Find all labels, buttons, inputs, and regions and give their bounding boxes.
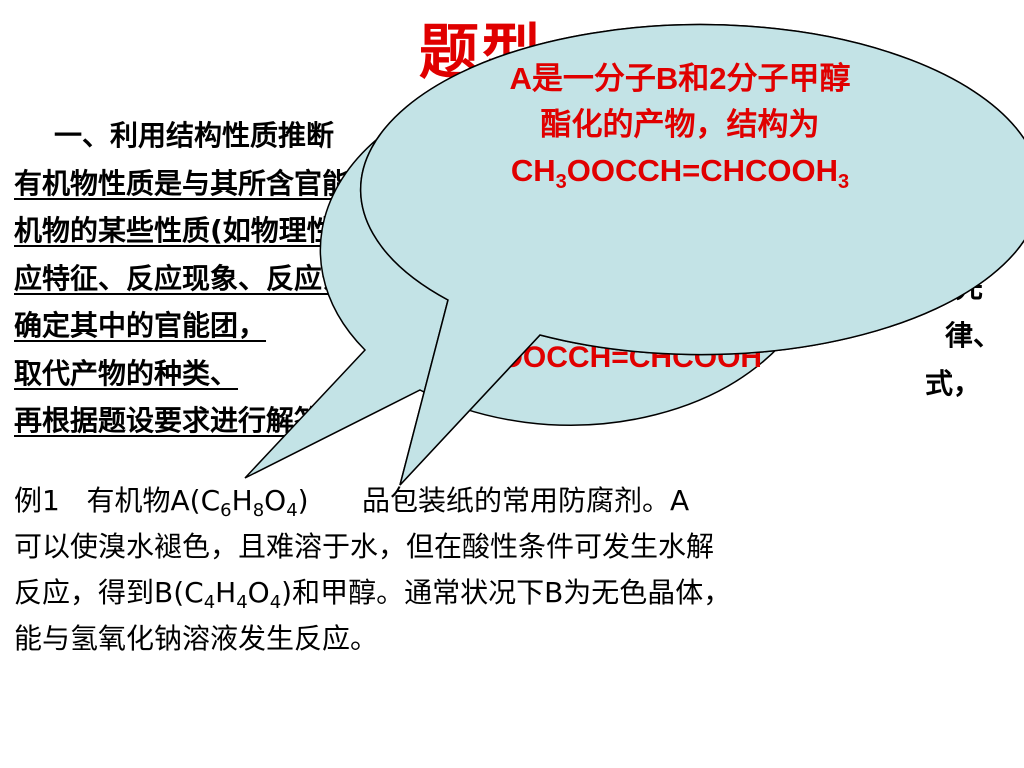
example-text: )	[297, 484, 309, 517]
subscript: 3	[555, 171, 567, 193]
example-text: H	[215, 576, 237, 609]
paragraph-fragment: 式，	[925, 367, 982, 400]
example-line: 可以使溴水褪色，且难溶于水，但在酸性条件可发生水解	[14, 530, 715, 563]
example-text: O	[264, 484, 287, 517]
formula-part: CH	[510, 153, 556, 188]
paragraph-line: 确定其中的官能团，	[14, 309, 267, 342]
bubble-front-line: A是一分子B和2分子甲醇	[509, 61, 851, 96]
paragraph-line: 再根据题设要求进行解答	[14, 404, 323, 437]
example-text: 有机物A(C	[86, 484, 221, 517]
subscript: 4	[286, 500, 298, 521]
example-text: )和甲醇。通常状况下B为无色晶体，	[281, 576, 732, 609]
example-text: H	[231, 484, 253, 517]
example-line: 反应，得到B(C4H4O4)和甲醇。通常状况下B为无色晶体，	[14, 570, 1014, 616]
section-heading: 一、利用结构性质推断	[54, 119, 335, 152]
subscript: 6	[220, 500, 232, 521]
example-text: O	[247, 576, 270, 609]
example-text: 品包装纸的常用防腐剂。A	[361, 484, 690, 517]
bubble-front-line: 酯化的产物，结构为	[540, 107, 820, 142]
bubble-front-formula: CH3OOCCH=CHCOOH3	[420, 148, 940, 194]
bubble-front-text: A是一分子B和2分子甲醇 酯化的产物，结构为 CH3OOCCH=CHCOOH3	[420, 56, 940, 194]
subscript: 3	[838, 171, 850, 193]
example-paragraph: 例1 有机物A(C6H8O4) 品包装纸的常用防腐剂。A 可以使溴水褪色，且难溶…	[14, 478, 1014, 662]
formula-part: OOCCH=CHCOOH	[566, 153, 839, 188]
subscript: 4	[203, 592, 216, 613]
paragraph-line: 取代产物的种类、	[14, 356, 239, 390]
speech-bubble-front-top	[359, 23, 1024, 486]
example-line: 能与氢氧化钠溶液发生反应。	[14, 622, 379, 655]
example-text: 反应，得到B(C	[14, 576, 204, 609]
example-label: 例1	[14, 484, 60, 517]
subscript: 8	[252, 500, 265, 521]
example-line: 例1 有机物A(C6H8O4) 品包装纸的常用防腐剂。A	[14, 478, 1014, 524]
subscript: 4	[269, 592, 282, 613]
paragraph-fragment: 律、	[945, 319, 1002, 352]
subscript: 4	[236, 592, 248, 613]
